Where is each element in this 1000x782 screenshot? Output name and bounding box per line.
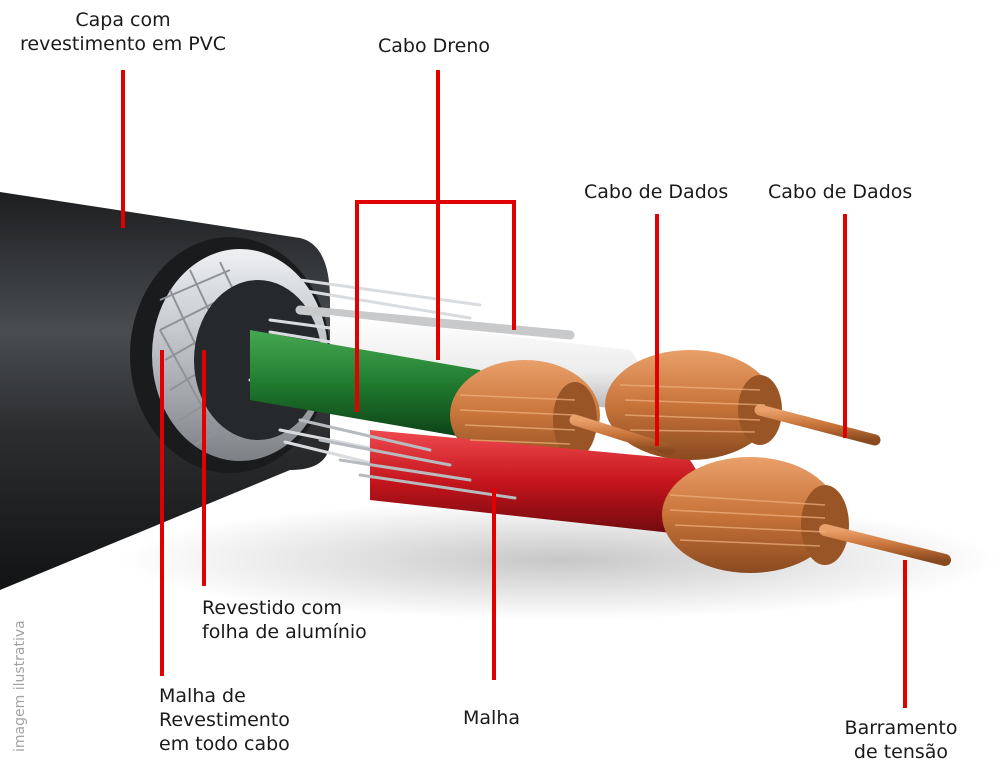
green-wire-core (569, 414, 676, 456)
white-wire-copper (605, 350, 775, 460)
drain-wire (295, 305, 575, 340)
label-pvc-jacket: Capa com revestimento em PVC (20, 9, 226, 55)
label-data-wire-1: Cabo de Dados (584, 181, 729, 203)
leader-braid (492, 488, 496, 680)
copper-strand-texture (459, 384, 826, 547)
label-power-bus: Barramento de tensão (844, 717, 958, 763)
label-data-wire-2: Cabo de Dados (768, 181, 913, 203)
leader-power-bus (903, 560, 907, 708)
leader-data-wire-2 (843, 214, 847, 438)
label-braid: Malha (463, 707, 520, 729)
leader-foil-shield (202, 350, 206, 586)
inner-braid-strands (298, 418, 517, 500)
leader-drain-bracket-right (512, 200, 516, 330)
white-wire-core (754, 404, 881, 446)
green-data-wire (250, 330, 490, 440)
leader-drain-bracket-top (355, 200, 515, 204)
leader-overall-braid (160, 350, 164, 676)
leader-drain-bracket-left (355, 200, 359, 412)
red-power-wire (370, 430, 703, 535)
watermark-text: imagem ilustrativa (12, 620, 28, 752)
leader-pvc-jacket (121, 70, 125, 228)
red-wire-copper (662, 457, 838, 573)
label-foil-shield: Revestido com folha de alumínio (202, 597, 367, 643)
label-drain-wire: Cabo Dreno (378, 35, 491, 57)
leader-data-wire-1 (655, 214, 659, 446)
red-wire-core (819, 524, 951, 566)
leader-drain-wire (436, 70, 440, 360)
label-overall-braid: Malha de Revestimento em todo cabo (159, 685, 290, 755)
